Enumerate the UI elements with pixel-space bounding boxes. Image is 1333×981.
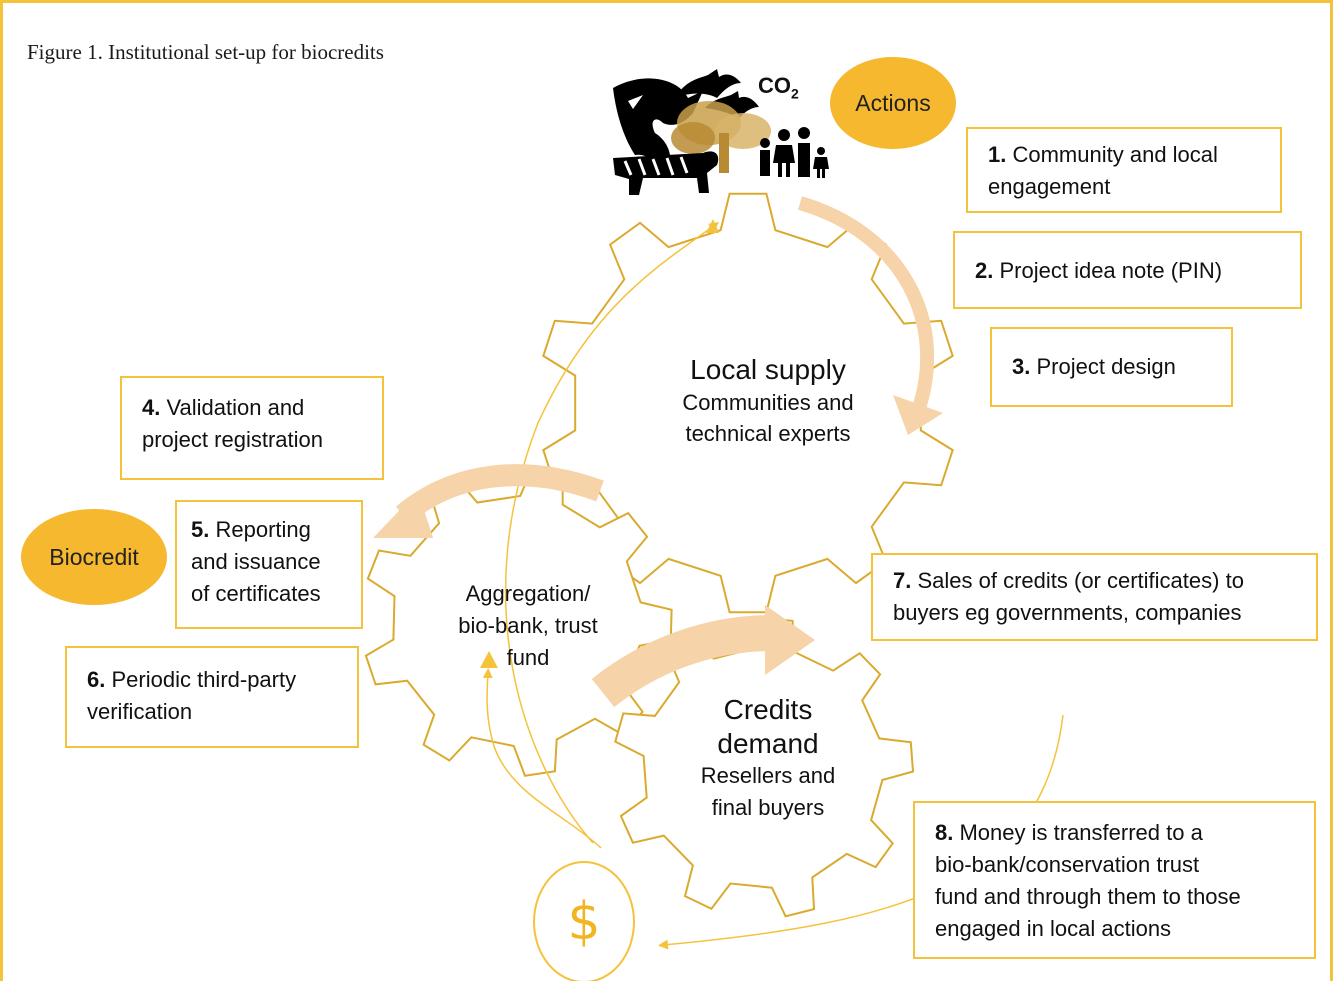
credits-demand-label: Credits demand Resellers and final buyer…	[700, 694, 836, 821]
figure-title: Figure 1. Institutional set-up for biocr…	[27, 40, 384, 64]
tree-icon	[671, 101, 771, 173]
credits-demand-gear	[614, 616, 915, 918]
flow-arrow-demand-head	[765, 605, 815, 675]
money-arrowhead-up	[706, 219, 719, 233]
flow-arrow-supply	[798, 196, 935, 414]
aggregation-gear	[364, 465, 673, 777]
flow-arrow-biocredit-head	[373, 491, 433, 538]
step-3-box: 3. Project design	[990, 327, 1233, 407]
co2-label: CO2	[758, 73, 799, 102]
bat-icon	[675, 69, 759, 119]
money-arrowhead-agg	[480, 651, 498, 668]
dollar-icon: $	[533, 861, 635, 981]
local-supply-gear	[542, 192, 954, 614]
step-2-box: 2. Project idea note (PIN)	[953, 231, 1302, 309]
aggregation-label: Aggregation/ bio-bank, trust fund	[458, 581, 598, 670]
biocredit-oval: Biocredit	[21, 509, 167, 605]
flow-arrow-to-demand	[591, 615, 774, 708]
actions-oval: Actions	[830, 57, 956, 149]
money-flow-line-to-aggregation	[482, 668, 602, 849]
step-7-box: 7. Sales of credits (or certificates) to…	[871, 553, 1318, 641]
diagram-graphics	[364, 69, 1064, 950]
money-flow-line-up	[504, 222, 720, 844]
shark-icon	[613, 78, 703, 178]
local-supply-label: Local supply Communities and technical e…	[682, 354, 854, 447]
tiger-icon	[613, 151, 719, 195]
flow-arrow-to-biocredit	[395, 464, 604, 524]
flow-arrow-supply-head	[893, 395, 943, 435]
family-icon	[760, 127, 829, 178]
